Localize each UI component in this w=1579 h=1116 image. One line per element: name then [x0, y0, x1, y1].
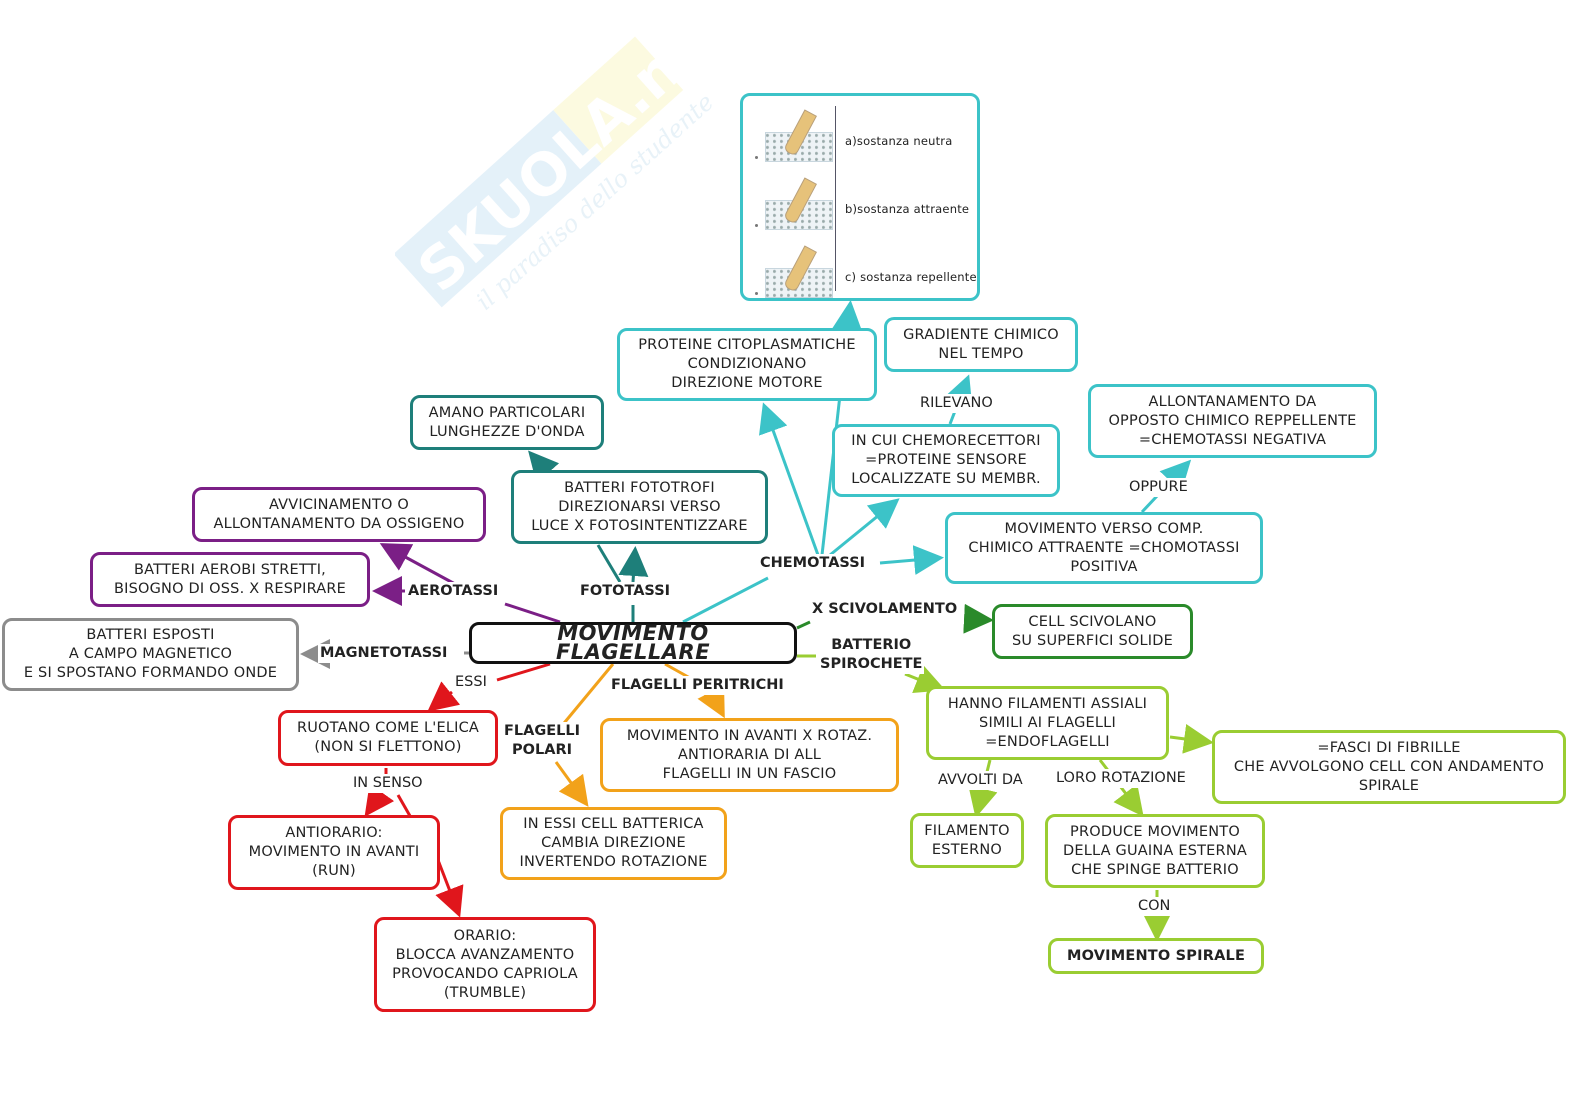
- node-chemorecettori[interactable]: IN CUI CHEMORECETTORI =PROTEINE SENSORE …: [832, 424, 1060, 497]
- edge-center-aerotassi: [504, 602, 561, 624]
- branch-scivolamento: X SCIVOLAMENTO: [810, 600, 960, 619]
- edge-chemotassi-positiva: [879, 545, 944, 576]
- node-amano[interactable]: AMANO PARTICOLARI LUNGHEZZE D'ONDA: [410, 395, 604, 450]
- edge-filamenti-fasci: [1169, 723, 1214, 754]
- link-avvolti-da: AVVOLTI DA: [936, 771, 1025, 790]
- experiment-caption: a)sostanza neutra: [845, 134, 953, 148]
- experiment-caption: b)sostanza attraente: [845, 202, 970, 216]
- edge-fototrofi-amano: [528, 450, 560, 483]
- edge-center-essi: [496, 662, 551, 682]
- bullet-dot: [755, 156, 758, 159]
- bullet-dot: [755, 224, 758, 227]
- node-antiorario[interactable]: ANTIORARIO: MOVIMENTO IN AVANTI (RUN): [228, 815, 440, 890]
- edge-fototassi-line: [596, 544, 622, 583]
- edge-scivolamento-scivolano: [963, 603, 994, 634]
- node-fasci[interactable]: =FASCI DI FIBRILLE CHE AVVOLGONO CELL CO…: [1212, 730, 1566, 804]
- edge-antiorario-orario: [435, 859, 464, 918]
- node-fototrofi[interactable]: BATTERI FOTOTROFI DIREZIONARSI VERSO LUC…: [511, 470, 768, 544]
- edge-polari-desc: [554, 761, 589, 807]
- divider-line: [835, 106, 836, 291]
- edge-insenso-antiorario: [364, 783, 395, 817]
- link-con: CON: [1136, 897, 1173, 916]
- edge-spirochete-filamenti: [904, 665, 946, 694]
- branch-chemotassi: CHEMOTASSI: [758, 554, 868, 573]
- link-essi: ESSI: [453, 673, 489, 692]
- node-negativa[interactable]: ALLONTANAMENTO DA OPPOSTO CHIMICO REPPEL…: [1088, 384, 1377, 458]
- branch-aerotassi: AEROTASSI: [406, 582, 501, 601]
- link-rilevano: RILEVANO: [918, 394, 995, 413]
- node-filamenti[interactable]: HANNO FILAMENTI ASSIALI SIMILI AI FLAGEL…: [926, 686, 1169, 760]
- experiment-row-repellent: c) sostanza repellente: [743, 240, 977, 306]
- edge-fototassi-fototrofi: [618, 546, 649, 583]
- node-produce[interactable]: PRODUCE MOVIMENTO DELLA GUAINA ESTERNA C…: [1045, 814, 1265, 888]
- node-peritrichi-desc[interactable]: MOVIMENTO IN AVANTI X ROTAZ. ANTIORARIA …: [600, 718, 899, 792]
- node-proteine[interactable]: PROTEINE CITOPLASMATICHE CONDIZIONANO DI…: [617, 328, 877, 401]
- edge-center-scivolamento: [796, 620, 811, 630]
- link-oppure: OPPURE: [1127, 478, 1190, 497]
- experiment-row-attractant: b)sostanza attraente: [743, 172, 977, 238]
- branch-polari: FLAGELLI POLARI: [502, 722, 583, 760]
- edge-chemotassi-chemorecettori: [829, 498, 900, 557]
- node-orario[interactable]: ORARIO: BLOCCA AVANZAMENTO PROVOCANDO CA…: [374, 917, 596, 1012]
- link-loro-rotazione: LORO ROTAZIONE: [1054, 769, 1188, 788]
- experiment-row-neutral: a)sostanza neutra: [743, 104, 977, 170]
- branch-spirochete: BATTERIO SPIROCHETE: [818, 636, 925, 674]
- edge-essi-ruotano: [427, 681, 461, 712]
- node-polari-desc[interactable]: IN ESSI CELL BATTERICA CAMBIA DIREZIONE …: [500, 807, 727, 880]
- edge-aerotassi-avvicinamento: [379, 543, 456, 586]
- experiment-caption: c) sostanza repellente: [845, 270, 977, 284]
- edge-insenso-line: [396, 794, 412, 817]
- node-magnetico[interactable]: BATTERI ESPOSTI A CAMPO MAGNETICO E SI S…: [2, 618, 299, 691]
- branch-fototassi: FOTOTASSI: [578, 582, 673, 601]
- edge-peritrichi-desc: [697, 684, 725, 719]
- node-esterno[interactable]: FILAMENTO ESTERNO: [910, 813, 1024, 868]
- node-gradiente[interactable]: GRADIENTE CHIMICO NEL TEMPO: [884, 317, 1078, 372]
- node-avvicinamento[interactable]: AVVICINAMENTO O ALLONTANAMENTO DA OSSIGE…: [192, 487, 486, 542]
- link-in-senso: IN SENSO: [351, 774, 425, 793]
- edge-center-polari: [558, 663, 615, 729]
- node-positiva[interactable]: MOVIMENTO VERSO COMP. CHIMICO ATTRAENTE …: [945, 512, 1263, 584]
- node-ruotano[interactable]: RUOTANO COME L'ELICA (NON SI FLETTONO): [278, 710, 498, 766]
- node-spirale[interactable]: MOVIMENTO SPIRALE: [1048, 938, 1264, 974]
- node-aerobi[interactable]: BATTERI AEROBI STRETTI, BISOGNO DI OSS. …: [90, 552, 370, 607]
- node-scivolano[interactable]: CELL SCIVOLANO SU SUPERFICI SOLIDE: [992, 604, 1193, 659]
- bullet-dot: [755, 292, 758, 295]
- edge-center-peritrichi: [664, 662, 691, 680]
- central-topic[interactable]: MOVIMENTO FLAGELLARE: [469, 622, 797, 664]
- edge-chemotassi-proteine: [759, 402, 820, 556]
- branch-peritrichi: FLAGELLI PERITRICHI: [609, 676, 786, 695]
- chemotaxis-experiment-image: a)sostanza neutra b)sostanza attraente c…: [740, 93, 980, 301]
- edge-center-chemotassi: [682, 576, 769, 624]
- branch-magnetotassi: MAGNETOTASSI: [318, 644, 450, 663]
